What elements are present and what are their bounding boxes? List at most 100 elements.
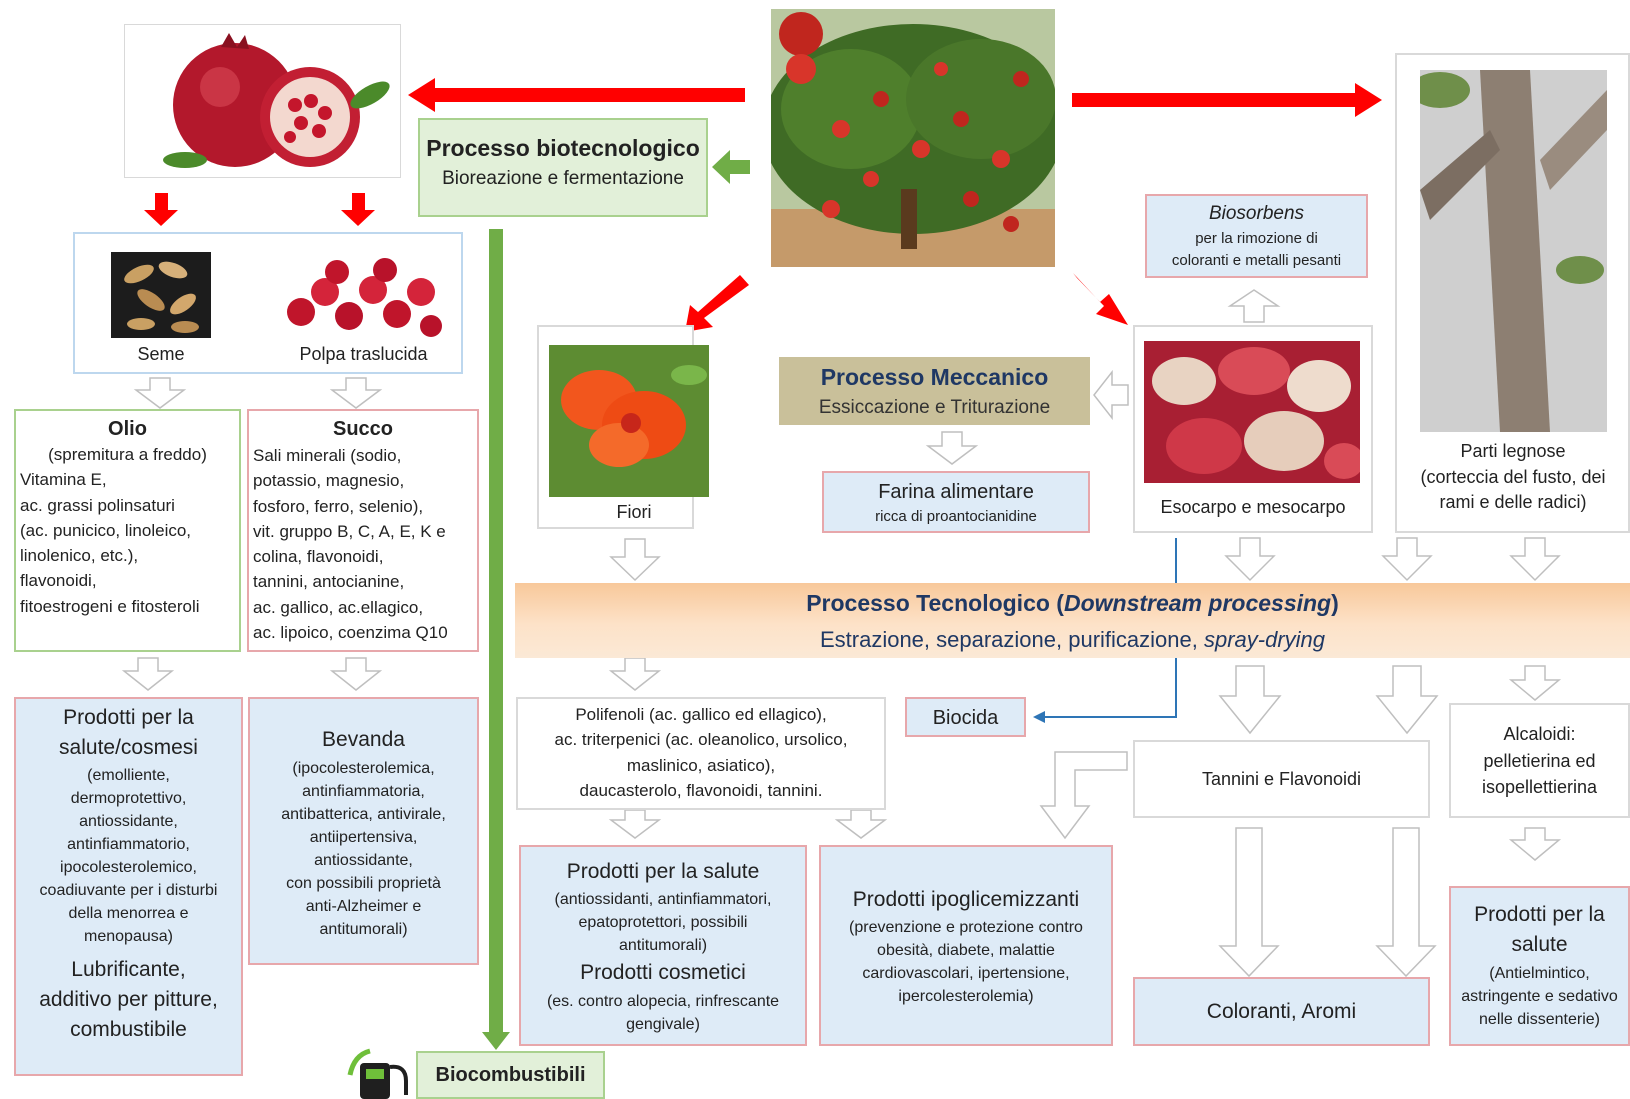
seeds-photo: [111, 252, 211, 338]
polpa-label: Polpa traslucida: [299, 344, 428, 364]
arrow-fruit-to-polpa: [341, 193, 375, 226]
prodotti-cosmesi-box: Prodotti per la salute/cosmesi (emollien…: [14, 697, 243, 1076]
arrow-tree-to-bark: [1072, 83, 1382, 117]
tech-process-title: Processo Tecnologico (Downstream process…: [515, 589, 1630, 618]
arrow-polpa-to-succo: [329, 377, 383, 409]
tree-drawing: [771, 9, 1055, 267]
arrow-seme-to-olio: [133, 377, 187, 409]
salute-right-title-0: Prodotti per la: [1474, 903, 1605, 926]
arrow-tree-to-bio: [712, 150, 750, 184]
red-arrows: [144, 78, 1382, 332]
fiori-label: Fiori: [616, 502, 652, 522]
arrow-tree-to-flower: [685, 275, 749, 332]
salute-title2: Prodotti cosmetici: [580, 961, 746, 985]
green-arrows: [482, 150, 750, 1050]
flower-photo: [549, 345, 709, 497]
arrow-polifenoli-to-salute: [608, 809, 662, 839]
ipogli-title: Prodotti ipoglicemizzanti: [852, 888, 1080, 911]
bevanda-title: Bevanda: [322, 728, 405, 751]
arrow-tree-to-peel: [1073, 273, 1128, 325]
succo-line-3: vit. gruppo B, C, A, E, K e: [253, 521, 446, 541]
olio-line-0: (spremitura a freddo): [48, 445, 207, 464]
tech-title-c: ): [1331, 590, 1339, 616]
salute-right-title-1: salute: [1511, 933, 1568, 957]
bevanda-line-6: anti-Alzheimer e: [305, 898, 422, 916]
mech-process-title: Processo Meccanico: [820, 364, 1049, 390]
arrow-fruit-to-seme: [144, 193, 178, 226]
bevanda-line-7: antitumorali): [319, 921, 408, 939]
esocarpo-label: Esocarpo e mesocarpo: [1160, 497, 1346, 517]
arrow-peel-to-mech: [1093, 369, 1129, 421]
olio-line-2: ac. grassi polinsaturi: [20, 495, 175, 515]
olio-title: Olio: [108, 418, 147, 440]
flower-drawing: [549, 345, 709, 497]
farina-subtitle: ricca di proantocianidine: [875, 508, 1037, 525]
biofuel-box: Biocombustibili: [416, 1051, 605, 1099]
cosmesi-extra-0: Lubrificante,: [71, 957, 186, 981]
bevanda-line-4: antiossidante,: [314, 852, 413, 870]
alcaloidi-line-2: isopellettierina: [1481, 777, 1598, 797]
peel-photo: [1144, 341, 1360, 483]
mech-process-subtitle: Essiccazione e Triturazione: [818, 396, 1051, 418]
cosmesi-extra-1: additivo per pitture,: [39, 987, 218, 1011]
cosmesi-title-1: salute/cosmesi: [59, 736, 198, 760]
tech-title-a: Processo Tecnologico (: [806, 590, 1064, 616]
alcaloidi-line-1: pelletierina ed: [1483, 750, 1596, 771]
cosmesi-line-5: coadiuvante per i disturbi: [39, 881, 218, 899]
parti-legnose-line-2: rami e delle radici): [1439, 492, 1587, 512]
arrow-tech-to-tannini: [1218, 665, 1282, 735]
olio-line-4: linolenico, etc.),: [20, 546, 139, 565]
olio-line-3: (ac. punicico, linoleico,: [20, 520, 192, 540]
polifenoli-line-2: maslinico, asiatico),: [626, 755, 776, 775]
polifenoli-box: Polifenoli (ac. gallico ed ellagico), ac…: [516, 697, 886, 810]
bevanda-line-2: antibatterica, antivirale,: [281, 806, 446, 824]
farina-title: Farina alimentare: [878, 481, 1034, 503]
bio-process-box: Processo biotecnologico Bioreazione e fe…: [418, 118, 708, 217]
arils-drawing: [287, 258, 442, 337]
bark-photo: [1420, 70, 1607, 432]
parti-legnose-line-0: Parti legnose: [1460, 441, 1566, 461]
salute-line-2: antitumorali): [618, 937, 708, 955]
olio-box: Olio (spremitura a freddo) Vitamina E, a…: [14, 409, 241, 652]
biosorbens-line-0: per la rimozione di: [1195, 229, 1318, 247]
tannini-box: Tannini e Flavonoidi: [1133, 740, 1430, 818]
cosmesi-line-4: ipocolesterolemico,: [60, 858, 197, 876]
cosmesi-line-2: antiossidante,: [79, 812, 178, 830]
arrow-peel-to-tech: [1224, 537, 1276, 582]
olio-line-5: flavonoidi,: [20, 571, 97, 591]
ipoglicemizzanti-box: Prodotti ipoglicemizzanti (prevenzione e…: [819, 845, 1113, 1046]
succo-line-4: colina, flavonoidi,: [253, 547, 384, 566]
coloranti-box: Coloranti, Aromi: [1133, 977, 1430, 1046]
biosorbens-title: Biosorbens: [1208, 203, 1305, 224]
salute-title: Prodotti per la salute: [566, 860, 760, 883]
succo-box: Succo Sali minerali (sodio, potassio, ma…: [247, 409, 479, 652]
fruit-drawing: [163, 33, 390, 168]
succo-line-1: potassio, magnesio,: [253, 471, 405, 491]
succo-line-2: fosforo, ferro, selenio),: [253, 496, 424, 516]
bio-process-subtitle: Bioreazione e fermentazione: [442, 167, 684, 189]
cosmesi-extra-2: combustibile: [70, 1018, 187, 1041]
bio-vertical-bar: [489, 229, 503, 1035]
cosmesi-line-0: (emolliente,: [87, 766, 170, 784]
arrow-succo-to-bevanda: [329, 657, 383, 691]
cosmesi-line-6: della menorrea e: [68, 904, 189, 922]
polifenoli-line-0: Polifenoli (ac. gallico ed ellagico),: [575, 705, 827, 724]
tech-subtitle-b: spray-drying: [1203, 626, 1326, 652]
peel-drawing: [1144, 341, 1360, 483]
mech-process-box: Processo Meccanico Essiccazione e Tritur…: [779, 357, 1090, 425]
prodotti-salute-box: Prodotti per la salute (antiossidanti, a…: [519, 845, 807, 1046]
cosmesi-title-0: Prodotti per la: [63, 706, 194, 729]
bevanda-line-0: (ipocolesterolemica,: [292, 760, 435, 778]
tech-title-b: Downstream processing: [1063, 590, 1332, 616]
cosmesi-line-1: dermoprotettivo,: [70, 789, 187, 807]
arrow-olio-to-prodotti: [121, 657, 175, 691]
bark-drawing: [1420, 70, 1607, 432]
succo-line-5: tannini, antocianine,: [253, 572, 405, 592]
salute-line-0: (antiossidanti, antinfiammatori,: [554, 891, 772, 909]
arrow-tannini-to-ipogli: [1039, 751, 1128, 840]
alcaloidi-box: Alcaloidi: pelletierina ed isopellettier…: [1449, 703, 1630, 818]
salute-right-line-1: astringente e sedativo: [1461, 987, 1618, 1005]
ipogli-line-1: obesità, diabete, malattie: [877, 942, 1055, 960]
polifenoli-line-1: ac. triterpenici (ac. oleanolico, ursoli…: [554, 730, 848, 750]
